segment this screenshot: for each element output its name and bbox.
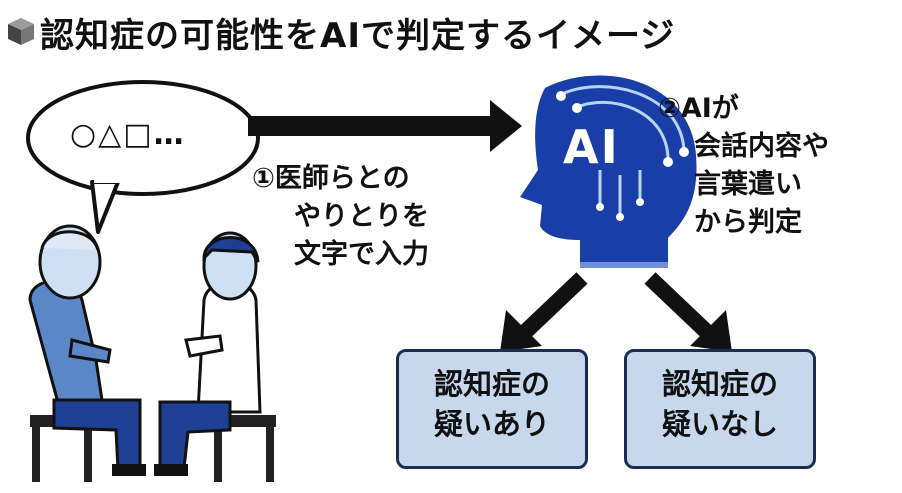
step2-line: 言葉遣い <box>694 169 802 200</box>
diagram-title: 認知症の可能性をAIで判定するイメージ <box>40 16 676 56</box>
step2-line: ②AIが <box>658 93 739 124</box>
result-line: 疑いあり <box>433 407 550 441</box>
step1-line: ①医師らとの <box>252 163 410 194</box>
step2-line: から判定 <box>694 207 802 238</box>
result-box-negative: 認知症の 疑いなし <box>624 349 816 469</box>
step2-line: 会話内容や <box>694 131 829 162</box>
step1-line: やりとりを <box>294 201 429 232</box>
result-line: 疑いなし <box>661 407 778 441</box>
doctor-figure <box>154 231 276 482</box>
ai-head-icon <box>520 75 697 268</box>
step1-label: ①医師らとの やりとりを 文字で入力 <box>252 160 542 274</box>
ai-label: AI <box>563 120 620 174</box>
step2-label: ②AIが 会話内容や 言葉遣い から判定 <box>658 90 898 242</box>
patient-figure <box>28 224 146 482</box>
speech-bubble <box>26 80 260 234</box>
result-line: 認知症の <box>661 367 778 401</box>
input-arrow <box>248 100 522 152</box>
result-box-positive: 認知症の 疑いあり <box>396 349 588 469</box>
speech-bubble-text: ○△□… <box>70 117 186 152</box>
result-arrows <box>500 272 732 352</box>
step1-line: 文字で入力 <box>294 239 429 270</box>
result-line: 認知症の <box>433 367 550 401</box>
cube-icon <box>8 18 34 45</box>
